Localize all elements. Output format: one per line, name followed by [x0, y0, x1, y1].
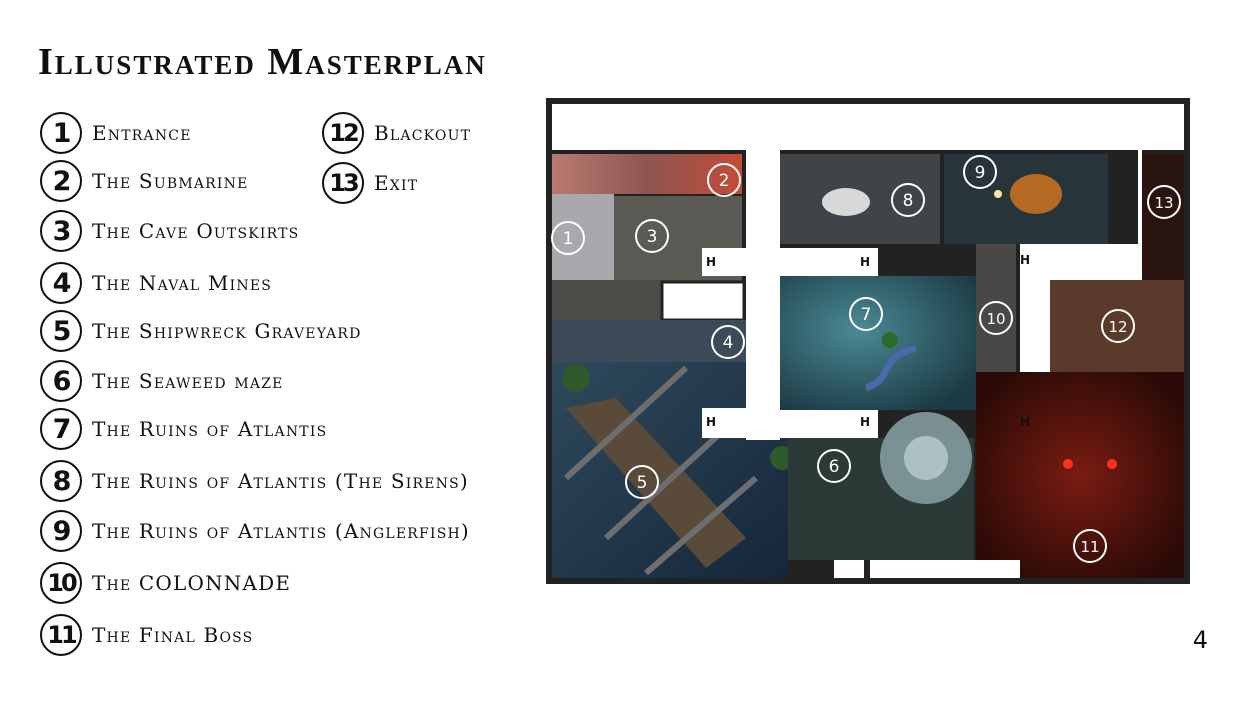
legend-item-cave-outskirts: 3 The Cave Outskirts	[40, 210, 299, 252]
legend-item-shipwreck-graveyard: 5 The Shipwreck Graveyard	[40, 310, 362, 352]
legend-item-colonnade: 10 The COLONNADE	[40, 562, 291, 604]
room-number-5: 5	[637, 473, 648, 493]
legend-label: The Ruins of Atlantis	[92, 417, 328, 441]
room-blackout	[1050, 280, 1184, 372]
legend-number: 11	[40, 614, 82, 656]
legend-item-seaweed-maze: 6 The Seaweed maze	[40, 360, 284, 402]
white-block	[660, 280, 746, 322]
legend-label: The Submarine	[92, 169, 249, 193]
legend-label: Entrance	[92, 121, 192, 145]
room-number-8: 8	[903, 191, 914, 211]
room-number-7: 7	[861, 305, 872, 325]
room-ruins	[780, 276, 976, 410]
room-submarine	[552, 154, 742, 194]
legend-label: The Seaweed maze	[92, 369, 284, 393]
room-number-6: 6	[829, 457, 840, 477]
legend-label: The COLONNADE	[92, 571, 292, 595]
bottom-strip-b	[870, 560, 1020, 578]
legend-label: The Ruins of Atlantis (Anglerfish)	[92, 519, 470, 543]
room-number-2: 2	[719, 171, 730, 191]
legend-label: The Final Boss	[92, 623, 254, 647]
page-title: Illustrated Masterplan	[38, 41, 487, 83]
room-naval-mines	[552, 320, 748, 362]
room-number-13: 13	[1154, 194, 1173, 212]
legend-item-naval-mines: 4 The Naval Mines	[40, 262, 272, 304]
room-final-boss	[976, 372, 1184, 578]
legend-label: Exit	[374, 171, 419, 195]
legend-number: 8	[40, 460, 82, 502]
door-mark: H	[860, 415, 870, 429]
legend-number: 2	[40, 160, 82, 202]
legend-number: 12	[322, 112, 364, 154]
floor-plan-map: H H H H H H 1 2 3 4 5 6 7 8 9 10 11 12 1…	[546, 98, 1190, 584]
room-number-11: 11	[1080, 538, 1099, 556]
legend-number: 7	[40, 408, 82, 450]
legend-label: The Cave Outskirts	[92, 219, 300, 243]
room-number-9: 9	[975, 163, 986, 183]
room-number-3: 3	[647, 227, 658, 247]
legend-label: Blackout	[374, 121, 472, 145]
legend-item-ruins-of-atlantis: 7 The Ruins of Atlantis	[40, 408, 327, 450]
legend-number: 10	[40, 562, 82, 604]
legend-number: 1	[40, 112, 82, 154]
corridor-right-h	[1020, 244, 1140, 280]
legend-number: 6	[40, 360, 82, 402]
legend-item-blackout: 12 Blackout	[322, 112, 471, 154]
legend-item-ruins-sirens: 8 The Ruins of Atlantis (The Sirens)	[40, 460, 469, 502]
legend-label: The Shipwreck Graveyard	[92, 319, 362, 343]
legend-number: 3	[40, 210, 82, 252]
door-mark: H	[706, 415, 716, 429]
legend-item-exit: 13 Exit	[322, 162, 418, 204]
bottom-strip-a	[834, 560, 864, 578]
door-mark: H	[860, 255, 870, 269]
legend-number: 13	[322, 162, 364, 204]
legend-item-entrance: 1 Entrance	[40, 112, 192, 154]
legend-number: 4	[40, 262, 82, 304]
corridor-top	[552, 104, 1184, 150]
legend-number: 9	[40, 510, 82, 552]
legend-number: 5	[40, 310, 82, 352]
door-mark: H	[1020, 253, 1030, 267]
corridor-h-upper	[702, 248, 878, 276]
legend-item-ruins-anglerfish: 9 The Ruins of Atlantis (Anglerfish)	[40, 510, 470, 552]
corridor-center	[746, 150, 780, 440]
legend-item-final-boss: 11 The Final Boss	[40, 614, 253, 656]
room-number-4: 4	[723, 333, 734, 353]
room-number-1: 1	[563, 229, 574, 249]
room-number-10: 10	[986, 310, 1005, 328]
legend-label: The Ruins of Atlantis (The Sirens)	[92, 469, 469, 493]
page-number: 4	[1192, 626, 1208, 654]
corridor-h-lower	[702, 408, 878, 438]
floor-plan-svg: H H H H H H 1 2 3 4 5 6 7 8 9 10 11 12 1…	[546, 98, 1190, 584]
legend-item-submarine: 2 The Submarine	[40, 160, 249, 202]
room-number-12: 12	[1108, 318, 1127, 336]
door-mark: H	[1020, 415, 1030, 429]
door-mark: H	[706, 255, 716, 269]
legend-label: The Naval Mines	[92, 271, 273, 295]
